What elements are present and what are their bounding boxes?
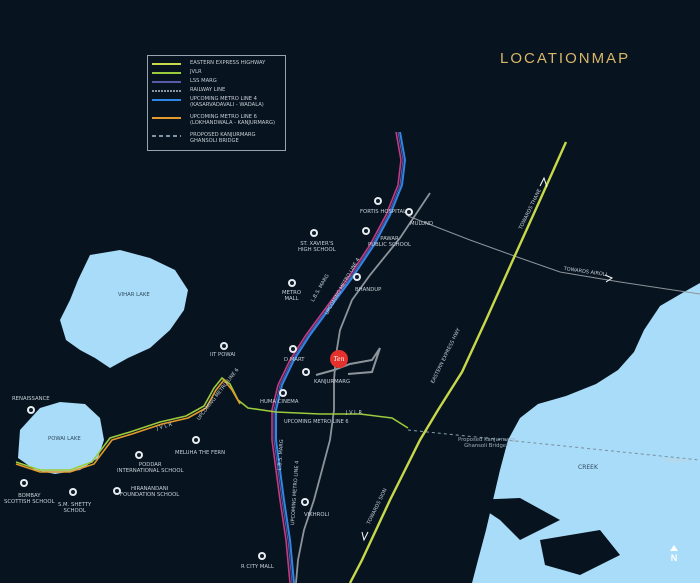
- bombay-scottish-label: BOMBAY SCOTTISH SCHOOL: [4, 493, 55, 506]
- creek-cut-1: [470, 498, 560, 540]
- map-legend: EASTERN EXPRESS HIGHWAY JVLR LSS MARG RAILW…: [147, 55, 286, 151]
- legend-item: UPCOMING METRO LINE 6 (LOKHANDWALA - KAN…: [152, 114, 275, 126]
- legend-swatch: [152, 90, 181, 92]
- huma-cinema-pin: [279, 389, 287, 397]
- legend-label: EASTERN EXPRESS HIGHWAY: [190, 60, 266, 66]
- d-mart-pin: [289, 345, 297, 353]
- poddar-label: PODDAR INTERNATIONAL SCHOOL: [117, 462, 184, 475]
- metro-mall-label: METRO MALL: [282, 290, 302, 303]
- bhandup-pin: [353, 273, 361, 281]
- bridge-label: Proposed Kanjurmarg Ghansoli Bridge*: [458, 437, 515, 450]
- north-compass: N: [668, 545, 680, 563]
- legend-swatch: [152, 135, 181, 137]
- iit-powai-pin: [220, 342, 228, 350]
- kanjurmarg-pin: [302, 368, 310, 376]
- st-xaviers-pin: [310, 229, 318, 237]
- pawar-school-pin: [362, 227, 370, 235]
- meluha-label: MELUHA THE FERN: [175, 450, 226, 456]
- creek-inlet: [640, 340, 700, 470]
- vikhroli-label: VIKHROLI: [304, 512, 330, 518]
- legend-swatch: [152, 117, 181, 119]
- meluha-pin: [192, 436, 200, 444]
- eastern-express-highway: [348, 141, 568, 583]
- r-city-mall-pin: [258, 552, 266, 560]
- vikhroli-pin: [301, 498, 309, 506]
- mulund-label: MULUND: [410, 221, 434, 227]
- poddar-pin: [135, 451, 143, 459]
- creek-cut-2: [540, 530, 620, 575]
- legend-swatch: [152, 63, 181, 65]
- vihar-lake-label: VIHAR LAKE: [118, 292, 150, 298]
- powai-lake-shape: [18, 402, 104, 474]
- fortis-label: FORTIS HOSPITAL: [360, 209, 407, 215]
- jvlr-label-east: J V L R: [346, 410, 362, 416]
- legend-swatch: [152, 72, 181, 74]
- legend-label: PROPOSED KANJURMARG GHANSOLI BRIDGE: [190, 132, 256, 144]
- legend-swatch: [152, 81, 181, 83]
- metro-6-label: UPCOMING METRO LINE 6: [284, 419, 349, 425]
- bhandup-label: BHANDUP: [355, 287, 382, 293]
- arrow-sion: [361, 531, 369, 542]
- hiranandani-pin: [113, 487, 121, 495]
- legend-item: JVLR: [152, 69, 202, 75]
- map-title: LOCATIONMAP: [500, 50, 631, 67]
- arrow-airoli: [604, 274, 614, 283]
- metro-mall-pin: [288, 279, 296, 287]
- vihar-lake-shape: [60, 250, 188, 368]
- north-label: N: [670, 553, 678, 563]
- legend-label: JVLR: [190, 69, 202, 75]
- arrow-thane: [539, 176, 548, 188]
- fortis-pin: [374, 197, 382, 205]
- airoli-road: [407, 215, 700, 295]
- kanjurmarg-loop: [315, 347, 381, 376]
- legend-item: LSS MARG: [152, 78, 217, 84]
- railway-line: [295, 192, 431, 583]
- lbs-marg-inner: [273, 131, 404, 583]
- legend-label: RAILWAY LINE: [190, 87, 226, 93]
- iit-powai-label: IIT POWAI: [210, 352, 236, 358]
- bombay-scottish-pin: [20, 479, 28, 487]
- lbs-marg: [271, 131, 402, 583]
- metro-line-6: [15, 378, 241, 473]
- legend-label: UPCOMING METRO LINE 4 (KASARVADAVALI - W…: [190, 96, 264, 108]
- ghansoli-label: Ghansoli: [664, 458, 688, 464]
- project-marker: Ten: [330, 350, 348, 368]
- pawar-school-label: PAWAR PUBLIC SCHOOL: [368, 236, 411, 249]
- kanjurmarg-label: KANJURMARG: [314, 379, 351, 385]
- renaissance-label: RENAISSANCE: [12, 396, 50, 402]
- legend-item: EASTERN EXPRESS HIGHWAY: [152, 60, 265, 66]
- renaissance-pin: [27, 406, 35, 414]
- metro-line-4: [275, 131, 407, 583]
- north-arrow-icon: [670, 545, 678, 551]
- r-city-mall-label: R CITY MALL: [241, 564, 274, 570]
- creek-label: CREEK: [578, 464, 598, 471]
- legend-item: PROPOSED KANJURMARG GHANSOLI BRIDGE: [152, 132, 256, 144]
- proposed-bridge-line: [407, 429, 700, 461]
- legend-item: RAILWAY LINE: [152, 87, 225, 93]
- legend-swatch: [152, 99, 181, 101]
- st-xaviers-label: ST. XAVIER'S HIGH SCHOOL: [298, 241, 336, 254]
- huma-cinema-label: HUMA CINEMA: [260, 399, 299, 405]
- jvlr-road: [15, 376, 409, 471]
- legend-label: LSS MARG: [190, 78, 217, 84]
- powai-lake-label: POWAI LAKE: [48, 436, 81, 442]
- legend-item: UPCOMING METRO LINE 4 (KASARVADAVALI - W…: [152, 96, 264, 108]
- sm-shetty-label: S.M. SHETTY SCHOOL: [58, 502, 92, 515]
- hiranandani-label: HIRANANDANI FOUNDATION SCHOOL: [120, 486, 180, 499]
- mulund-pin: [405, 208, 413, 216]
- sm-shetty-pin: [69, 488, 77, 496]
- legend-label: UPCOMING METRO LINE 6 (LOKHANDWALA - KAN…: [190, 114, 276, 126]
- d-mart-label: D MART: [284, 357, 305, 363]
